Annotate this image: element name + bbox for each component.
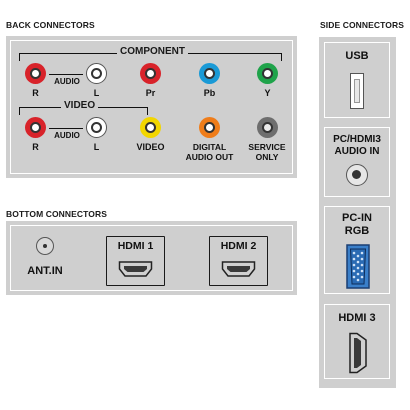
vga-port-icon [346,244,370,289]
hdmi2-port: HDMI 2 [209,236,268,286]
video-title: VIDEO [61,100,99,111]
component-pb-jack [199,63,220,84]
component-r-label: R [32,88,39,98]
pc-hdmi3-audio-in-card: PC/HDMI3 AUDIO IN [324,127,390,197]
back-connectors-inner: COMPONENT AUDIO R L Pr Pb Y VIDEO [10,40,293,174]
bottom-connectors-inner: ANT.IN HDMI 1 HDMI 2 [10,225,293,291]
hdmi-port-icon [118,261,153,277]
component-audio-l-jack [86,63,107,84]
video-l-label: L [93,142,100,152]
component-pr-jack [140,63,161,84]
antenna-jack [36,237,54,255]
side-connectors-panel: USB PC/HDMI3 AUDIO IN PC-IN RGB HDMI 3 [319,37,396,388]
hdmi-port-icon [349,332,367,374]
component-audio-r-jack [25,63,46,84]
side-connectors-heading: SIDE CONNECTORS [320,20,404,30]
hdmi1-label: HDMI 1 [117,240,154,252]
component-l-label: L [93,88,100,98]
usb-label: USB [345,50,369,62]
digital-audio-out-jack [199,117,220,138]
video-audio-r-jack [25,117,46,138]
video-label: VIDEO [136,142,165,152]
component-pb-label: Pb [203,88,216,98]
bottom-connectors-heading: BOTTOM CONNECTORS [6,209,108,219]
antenna-label: ANT.IN [27,265,63,277]
component-title: COMPONENT [117,46,188,57]
hdmi2-label: HDMI 2 [220,240,257,252]
pc-hdmi3-audio-label-line1: PC/HDMI3 [333,134,381,145]
service-only-jack [257,117,278,138]
component-pr-label: Pr [145,88,156,98]
pc-hdmi3-audio-label-line2: AUDIO IN [334,146,380,157]
video-r-label: R [32,142,39,152]
pc-in-label-line1: PC-IN [342,212,372,224]
audio-in-jack [346,164,368,186]
video-audio-l-jack [86,117,107,138]
usb-card: USB [324,42,390,118]
hdmi3-card: HDMI 3 [324,304,390,379]
component-audio-label: AUDIO [54,77,80,86]
digital-audio-out-label: DIGITAL AUDIO OUT [185,142,234,162]
usb-port-icon [350,73,364,109]
back-connectors-heading: BACK CONNECTORS [6,20,95,30]
service-only-label: SERVICE ONLY [248,142,286,162]
hdmi1-port: HDMI 1 [106,236,165,286]
pc-in-rgb-card: PC-IN RGB [324,206,390,294]
back-connectors-panel: COMPONENT AUDIO R L Pr Pb Y VIDEO [6,36,297,178]
video-audio-label: AUDIO [54,131,80,140]
hdmi-port-icon [221,261,256,277]
bottom-connectors-panel: ANT.IN HDMI 1 HDMI 2 [6,221,297,295]
hdmi3-label: HDMI 3 [338,312,376,324]
component-y-label: Y [264,88,271,98]
component-y-jack [257,63,278,84]
pc-in-label-line2: RGB [344,225,370,237]
video-jack [140,117,161,138]
